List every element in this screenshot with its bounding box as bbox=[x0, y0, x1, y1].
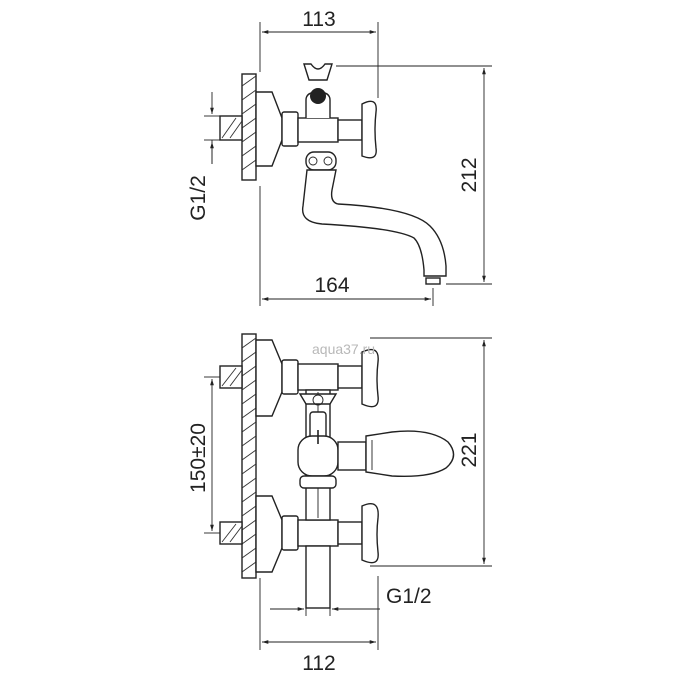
outlet-ring-top bbox=[305, 151, 337, 171]
dimension-label-212: 212 bbox=[458, 157, 481, 192]
lower-handle bbox=[361, 503, 379, 564]
lower-valve-stem bbox=[337, 521, 363, 545]
side-view: 113 212 164 G1/2 bbox=[187, 8, 492, 306]
dimension-front-width: 112 bbox=[259, 576, 379, 675]
lower-inlet-front bbox=[219, 495, 379, 573]
shower-holder-front bbox=[298, 393, 338, 441]
dimension-label-113: 113 bbox=[302, 8, 335, 31]
inlet-pipe-top bbox=[219, 115, 243, 141]
watermark-text: aqua37.ru bbox=[312, 341, 375, 357]
dimension-center-distance: 150±20 bbox=[187, 376, 220, 534]
dimension-front-height: 221 bbox=[370, 337, 492, 567]
dimension-label-150: 150±20 bbox=[187, 423, 210, 493]
lever-handle-front bbox=[337, 430, 455, 478]
upper-valve-stem bbox=[337, 365, 363, 389]
diverter-knob-icon bbox=[310, 88, 326, 104]
dimension-label-112: 112 bbox=[302, 652, 335, 675]
upper-nut bbox=[281, 359, 299, 395]
spout-top bbox=[301, 169, 447, 285]
upper-flange bbox=[255, 339, 283, 417]
wall-flange-top bbox=[255, 91, 283, 167]
dimension-label-thread-top: G1/2 bbox=[187, 175, 210, 221]
upper-body bbox=[297, 363, 339, 391]
lower-flange bbox=[255, 495, 283, 573]
dimension-label-164: 164 bbox=[314, 274, 349, 297]
connector-nut-top bbox=[281, 111, 299, 147]
wall-section-top bbox=[241, 73, 257, 181]
upper-inlet-front bbox=[219, 339, 379, 417]
diverter-top bbox=[305, 88, 331, 118]
lower-body bbox=[297, 519, 339, 547]
lower-nut bbox=[281, 515, 299, 551]
dimension-front-thread: G1/2 bbox=[270, 585, 432, 616]
dimension-top-depth: 164 bbox=[259, 186, 434, 306]
handle-top bbox=[337, 100, 377, 159]
mixer-body-top bbox=[297, 117, 339, 143]
dimension-top-height: 212 bbox=[336, 65, 492, 285]
front-view: 221 150±20 G1/2 112 aqua37.ru bbox=[187, 333, 492, 675]
upper-handle bbox=[361, 348, 379, 408]
wall-section-front bbox=[241, 333, 257, 579]
spout-aerator bbox=[425, 277, 441, 285]
dimension-label-thread-front: G1/2 bbox=[386, 585, 432, 608]
shower-holder-top bbox=[303, 63, 333, 81]
dimension-label-221: 221 bbox=[458, 432, 481, 467]
diverter-front bbox=[297, 430, 339, 489]
dimension-top-width: 113 bbox=[259, 8, 379, 98]
dimension-top-thread: G1/2 bbox=[187, 92, 220, 221]
hose-connector bbox=[305, 545, 331, 609]
